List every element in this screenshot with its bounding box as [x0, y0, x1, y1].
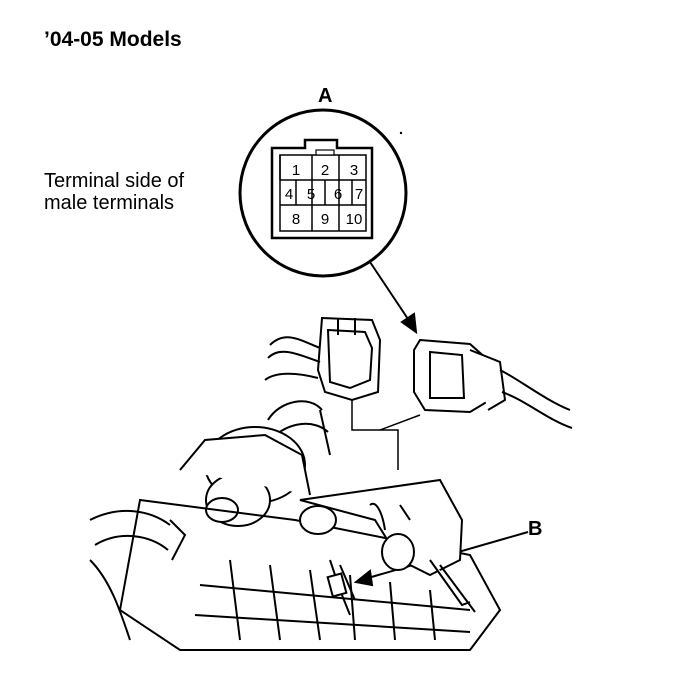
pin-2: 2 — [321, 162, 329, 179]
speck — [399, 131, 403, 135]
arrow-a — [369, 261, 418, 335]
pin-9: 9 — [321, 211, 329, 228]
callout-label-b: B — [528, 518, 543, 540]
left-cable — [89, 509, 187, 641]
pin-8: 8 — [292, 211, 300, 228]
pin-6: 6 — [334, 186, 342, 203]
description-line-1: Terminal side of — [44, 170, 185, 192]
pin-5: 5 — [307, 186, 315, 203]
pin-3: 3 — [350, 162, 358, 179]
connector-detail-circle — [238, 108, 408, 278]
callout-label-a: A — [318, 85, 333, 107]
pin-4: 4 — [285, 186, 293, 203]
sensor-bracket — [299, 478, 476, 616]
page-title: ’04-05 Models — [44, 28, 182, 51]
pin-10: 10 — [346, 211, 363, 228]
male-connector — [413, 338, 573, 429]
bracket-lines — [351, 400, 421, 470]
terminal-description: Terminal side of male terminals — [44, 170, 184, 214]
pin-labels: 1 2 3 4 5 6 7 8 9 10 — [285, 162, 363, 228]
description-line-2: male terminals — [44, 192, 175, 214]
valve-body — [179, 426, 311, 527]
female-connector — [264, 316, 382, 402]
pin-1: 1 — [292, 162, 300, 179]
pin-7: 7 — [355, 186, 363, 203]
